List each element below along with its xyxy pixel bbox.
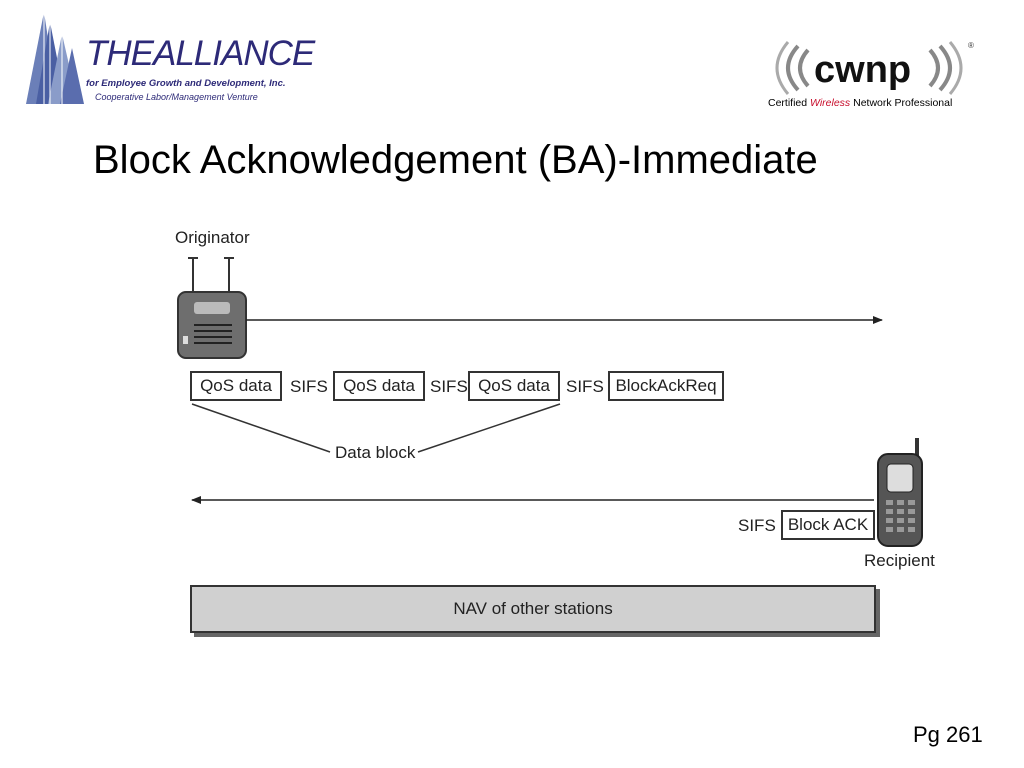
qos-data-frame: QoS data (190, 371, 282, 401)
qos-data-frame: QoS data (333, 371, 425, 401)
data-block-label: Data block (333, 443, 418, 462)
qos-data-frame: QoS data (468, 371, 560, 401)
recipient-label: Recipient (864, 551, 935, 570)
alliance-logo (26, 12, 84, 104)
cwnp-logo: cwnp ® (775, 41, 974, 95)
alliance-logo-tagline: for Employee Growth and Development, Inc… (86, 78, 286, 89)
phone-icon (877, 438, 923, 547)
data-block-brace (191, 403, 561, 453)
block-ack-frame: Block ACK (781, 510, 875, 540)
alliance-logo-subtagline: Cooperative Labor/Management Venture (95, 92, 258, 102)
svg-text:®: ® (968, 41, 974, 50)
sifs-label: SIFS (290, 377, 328, 396)
alliance-logo-name: THEALLIANCE (86, 34, 315, 73)
cwnp-logo-name: cwnp (814, 49, 911, 91)
nav-bar: NAV of other stations (190, 585, 876, 633)
originator-label: Originator (175, 228, 250, 247)
access-point-icon (177, 257, 247, 359)
response-sifs-label: SIFS (738, 516, 776, 535)
cwnp-logo-tagline: Certified Wireless Network Professional (768, 97, 953, 109)
slide-title: Block Acknowledgement (BA)-Immediate (93, 138, 818, 182)
block-ack-req-frame: BlockAckReq (608, 371, 724, 401)
nav-label: NAV of other stations (453, 599, 613, 618)
page-number: Pg 261 (913, 722, 983, 747)
sifs-label: SIFS (566, 377, 604, 396)
sifs-label: SIFS (430, 377, 468, 396)
